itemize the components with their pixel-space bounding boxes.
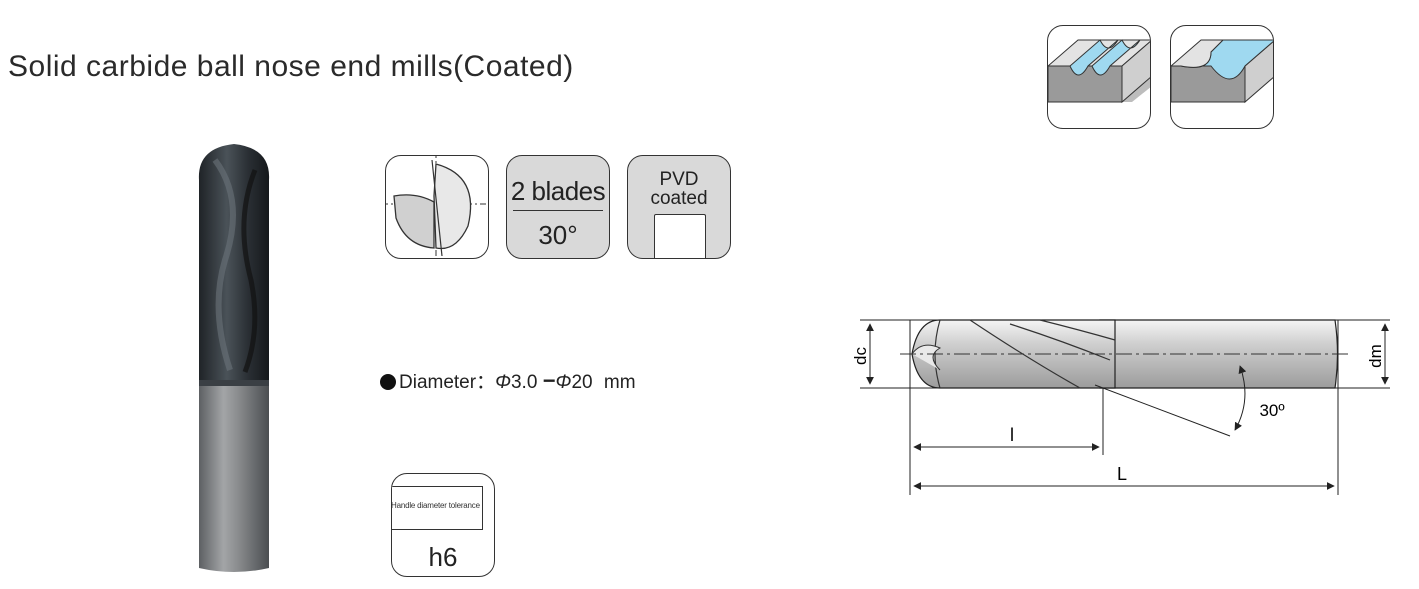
coating-notch <box>654 214 706 258</box>
range-dash: − <box>542 368 556 393</box>
coating-line2: coated <box>650 188 708 209</box>
technical-drawing: dc dm l L 30º <box>851 319 1390 495</box>
blades-angle-icon: 2 blades 30° <box>506 155 610 259</box>
L-label: L <box>1117 464 1127 484</box>
bullet-dot-icon <box>380 374 396 390</box>
shank-tolerance-icon: Handle diameter tolerance h6 <box>391 473 495 577</box>
tolerance-caption: Handle diameter tolerance <box>391 501 480 510</box>
end-mill-photo <box>198 144 270 572</box>
diameter-unit: mm <box>603 372 636 393</box>
coating-line1: PVD <box>659 169 699 190</box>
dm-label: dm <box>1366 344 1385 368</box>
diameter-min: 3.0 <box>510 372 538 393</box>
helix-angle-drawing-label: 30º <box>1259 401 1284 420</box>
shank-outline <box>392 486 483 530</box>
dc-label: dc <box>851 347 870 365</box>
slotting-application-icon <box>1047 25 1151 129</box>
diameter-range: Diameter：Φ3.0 −Φ20 mm <box>380 367 636 394</box>
page-title: Solid carbide ball nose end mills(Coated… <box>8 50 574 83</box>
diameter-label: Diameter： <box>399 372 496 393</box>
helix-angle-label: 30° <box>538 220 578 250</box>
l-label: l <box>1010 425 1014 445</box>
profiling-application-icon <box>1170 25 1274 129</box>
pvd-coated-icon: PVD coated <box>627 155 731 259</box>
diameter-max: 20 <box>571 372 593 393</box>
blades-count-label: 2 blades <box>510 176 606 206</box>
diameter-symbol-max: Φ <box>555 372 572 393</box>
divider <box>513 210 603 211</box>
tolerance-value: h6 <box>428 542 458 572</box>
diameter-symbol: Φ <box>495 372 511 393</box>
ball-nose-geometry-icon <box>385 155 489 259</box>
